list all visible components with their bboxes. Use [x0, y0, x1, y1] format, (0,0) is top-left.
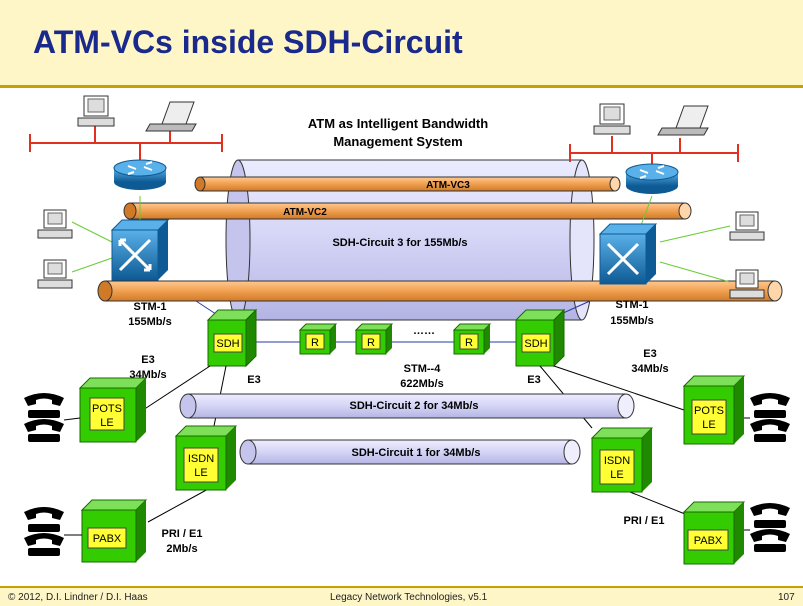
- e3-mid-right-label: E3: [527, 374, 540, 386]
- laptop-computer-icon: [657, 105, 709, 136]
- pabx-left: PABX: [80, 499, 148, 563]
- telephone-icon: [24, 393, 64, 442]
- pots-left-line2: LE: [100, 417, 113, 429]
- atm-vc3-pipe: ATM-VC3: [194, 176, 621, 192]
- sdh-left-label: SDH: [216, 338, 239, 350]
- slide-title: ATM-VCs inside SDH-Circuit: [33, 24, 463, 60]
- stm4-rate: 622Mb/s: [400, 378, 443, 390]
- desktop-computer-icon: [37, 209, 73, 239]
- atm-switch-icon: [110, 219, 170, 281]
- pots-right-line2: LE: [702, 419, 715, 431]
- isdn-left-line2: LE: [194, 467, 207, 479]
- atm-switch-icon: [598, 223, 658, 285]
- regenerator-label: R: [465, 337, 473, 349]
- sdh-circuit-2-label: SDH-Circuit 2 for 34Mb/s: [350, 400, 479, 412]
- pots-le-right: POTS LE: [682, 375, 746, 445]
- desktop-computer-icon: [37, 259, 73, 289]
- atm-vc3-label: ATM-VC3: [426, 180, 470, 191]
- isdn-right-line2: LE: [610, 469, 623, 481]
- pabx-right: PABX: [682, 501, 746, 565]
- footer: © 2012, D.I. Lindner / D.I. Haas Legacy …: [0, 586, 803, 606]
- desktop-computer-icon: [729, 211, 765, 241]
- subtitle-line-2: Management System: [333, 134, 462, 149]
- sdh-mux-right: SDH: [514, 308, 566, 368]
- left-lan: [29, 126, 223, 163]
- pri-left-label: PRI / E1: [162, 528, 203, 540]
- stm1-right-label: STM-1: [616, 299, 649, 311]
- desktop-links: [71, 195, 731, 283]
- title-bar: ATM-VCs inside SDH-Circuit: [0, 0, 803, 88]
- isdn-right-line1: ISDN: [604, 455, 630, 467]
- telephone-icon: [750, 503, 790, 552]
- regenerator-2: R: [354, 323, 394, 355]
- e3-right-label: E3: [643, 348, 656, 360]
- ellipsis-label: ……: [413, 325, 435, 337]
- isdn-le-right: ISDN LE: [590, 427, 654, 493]
- atm-vc2-pipe: ATM-VC2: [123, 202, 692, 220]
- e3-right-rate: 34Mb/s: [631, 363, 668, 375]
- isdn-le-left: ISDN LE: [174, 425, 238, 491]
- pots-right-line1: POTS: [694, 405, 724, 417]
- sdh-mux-left: SDH: [206, 308, 258, 368]
- telephone-icon: [24, 507, 64, 556]
- sdh-circuit-1-label: SDH-Circuit 1 for 34Mb/s: [352, 447, 481, 459]
- sdh-circuit-3-label: SDH-Circuit 3 for 155Mb/s: [332, 237, 467, 249]
- pabx-right-label: PABX: [694, 535, 723, 547]
- footer-page-number: 107: [778, 592, 795, 603]
- e3-left-label: E3: [141, 354, 154, 366]
- laptop-computer-icon: [145, 101, 197, 132]
- footer-course: Legacy Network Technologies, v5.1: [330, 592, 488, 603]
- phone-link: [63, 417, 81, 421]
- regenerator-label: R: [367, 337, 375, 349]
- footer-copyright: © 2012, D.I. Lindner / D.I. Haas: [8, 592, 148, 603]
- stm4-label: STM--4: [404, 363, 442, 375]
- desktop-computer-icon: [593, 103, 631, 135]
- desktop-computer-icon: [729, 269, 765, 299]
- stm1-left-label: STM-1: [134, 301, 167, 313]
- isdn-left-line1: ISDN: [188, 453, 214, 465]
- sdh-circuit-2-pipe: SDH-Circuit 2 for 34Mb/s: [179, 393, 635, 419]
- regenerator-label: R: [311, 337, 319, 349]
- desktop-computer-icon: [77, 95, 115, 127]
- regenerator-1: R: [298, 323, 338, 355]
- right-lan: [569, 136, 739, 168]
- telephone-icon: [750, 393, 790, 442]
- router-icon: [625, 163, 679, 194]
- stm1-right-rate: 155Mb/s: [610, 315, 653, 327]
- e3-mid-left-label: E3: [247, 374, 260, 386]
- stm1-left-rate: 155Mb/s: [128, 316, 171, 328]
- pots-left-line1: POTS: [92, 403, 122, 415]
- pots-le-left: POTS LE: [78, 377, 148, 443]
- subtitle-line-1: ATM as Intelligent Bandwidth: [308, 116, 488, 131]
- atm-vc1-pipe: [97, 280, 783, 302]
- sdh-circuit-1-pipe: SDH-Circuit 1 for 34Mb/s: [239, 439, 581, 465]
- atm-vc2-label: ATM-VC2: [283, 207, 327, 218]
- sdh-right-label: SDH: [524, 338, 547, 350]
- pabx-left-label: PABX: [93, 533, 122, 545]
- router-icon: [113, 159, 167, 190]
- pri-right-label: PRI / E1: [624, 515, 665, 527]
- pri-left-rate: 2Mb/s: [166, 543, 197, 555]
- regenerator-3: R: [452, 323, 492, 355]
